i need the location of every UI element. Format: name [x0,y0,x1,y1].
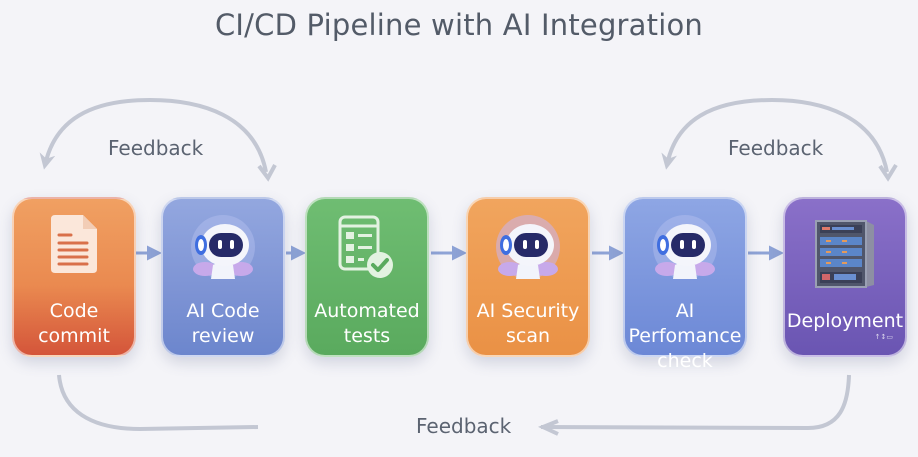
stage-label: AI Perfomance check [628,300,742,372]
robot-icon [183,213,263,289]
stage-label: AI Code review [186,300,260,347]
feedback-arrow-bottom-left [57,374,259,432]
feedback-arrow-left-head [257,164,277,182]
stage-label: Automated tests [314,300,420,347]
robot-icon [645,213,725,289]
stage-deployment[interactable]: Deployment ↑↕▭ [783,197,907,357]
feedback-arrow-left [39,97,268,173]
document-icon [49,213,99,279]
feedback-label-bottom: Feedback [416,414,512,438]
feedback-arrow-bottom-head [537,419,559,436]
robot-icon [488,213,568,289]
stage-automated-tests[interactable]: Automated tests [305,197,429,357]
stage-label: Code commit [38,300,110,347]
feedback-arrow-bottom-right [540,374,851,431]
stage-label: AI Security scan [476,300,580,347]
feedback-label-right: Feedback [728,136,824,160]
server-rack-icon [812,217,878,293]
stage-ai-performance-check[interactable]: AI Perfomance check [623,197,747,372]
checklist-icon [336,215,398,285]
stage-label: Deployment [786,310,904,332]
stage-ai-security-scan[interactable]: AI Security scan [466,197,590,357]
stage-code-commit[interactable]: Code commit [12,197,136,357]
feedback-arrow-right-head [878,163,898,182]
feedback-arrow-right [661,97,889,173]
deployment-footnote: ↑↕▭ [874,333,893,341]
stage-ai-code-review[interactable]: AI Code review [161,197,285,357]
diagram-title: CI/CD Pipeline with AI Integration [214,8,704,42]
feedback-label-left: Feedback [108,136,204,160]
